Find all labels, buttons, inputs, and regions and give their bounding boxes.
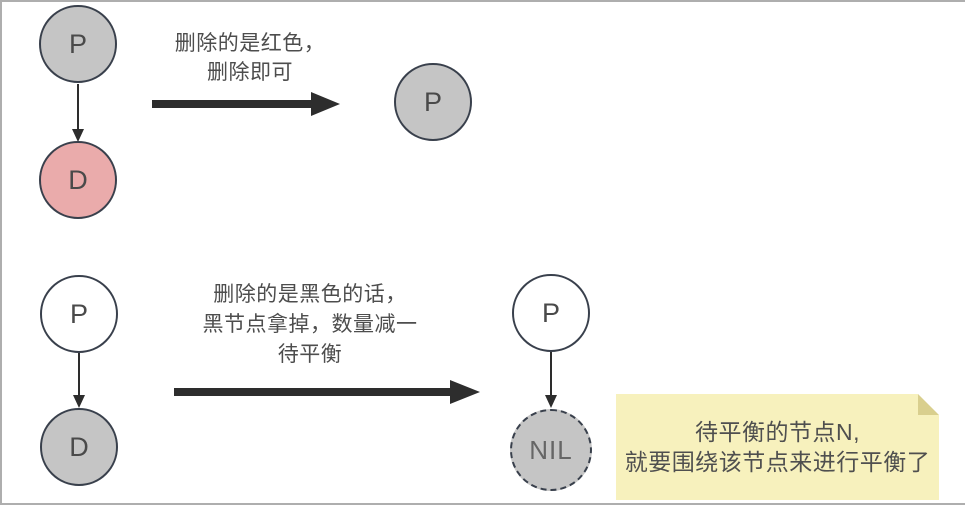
down-arrow-icon xyxy=(545,352,557,408)
down-arrow-icon xyxy=(72,84,84,142)
node-label: P xyxy=(69,298,88,329)
caption-line: 删除的是红色， xyxy=(174,32,326,55)
node-label: D xyxy=(68,164,88,195)
node-delete-red: D xyxy=(39,141,117,219)
node-parent-top-before: P xyxy=(39,5,117,83)
node-nil: NIL xyxy=(510,409,592,491)
node-label: P xyxy=(423,86,442,117)
caption-delete-black: 删除的是黑色的话， 黑节点拿掉，数量减一 待平衡 xyxy=(160,280,460,370)
node-parent-bottom-before: P xyxy=(40,275,118,353)
node-label: NIL xyxy=(529,434,573,465)
caption-line: 待平衡 xyxy=(277,343,343,366)
caption-line: 黑节点拿掉，数量减一 xyxy=(202,313,418,336)
caption-delete-red: 删除的是红色， 删除即可 xyxy=(150,29,350,87)
node-label: P xyxy=(541,297,560,328)
right-arrow-icon xyxy=(152,92,340,116)
node-parent-bottom-after: P xyxy=(512,274,590,352)
note-line: 待平衡的节点N, xyxy=(695,419,860,445)
node-delete-black: D xyxy=(40,408,118,486)
right-arrow-icon xyxy=(174,380,480,404)
caption-line: 删除的是黑色的话， xyxy=(213,283,407,306)
node-label: D xyxy=(69,431,89,462)
node-label: P xyxy=(68,28,87,59)
sticky-note: 待平衡的节点N, 就要围绕该节点来进行平衡了 xyxy=(616,394,939,500)
down-arrow-icon xyxy=(73,353,85,408)
node-parent-top-after: P xyxy=(394,63,472,141)
caption-line: 删除即可 xyxy=(207,61,293,84)
note-line: 就要围绕该节点来进行平衡了 xyxy=(624,449,931,475)
